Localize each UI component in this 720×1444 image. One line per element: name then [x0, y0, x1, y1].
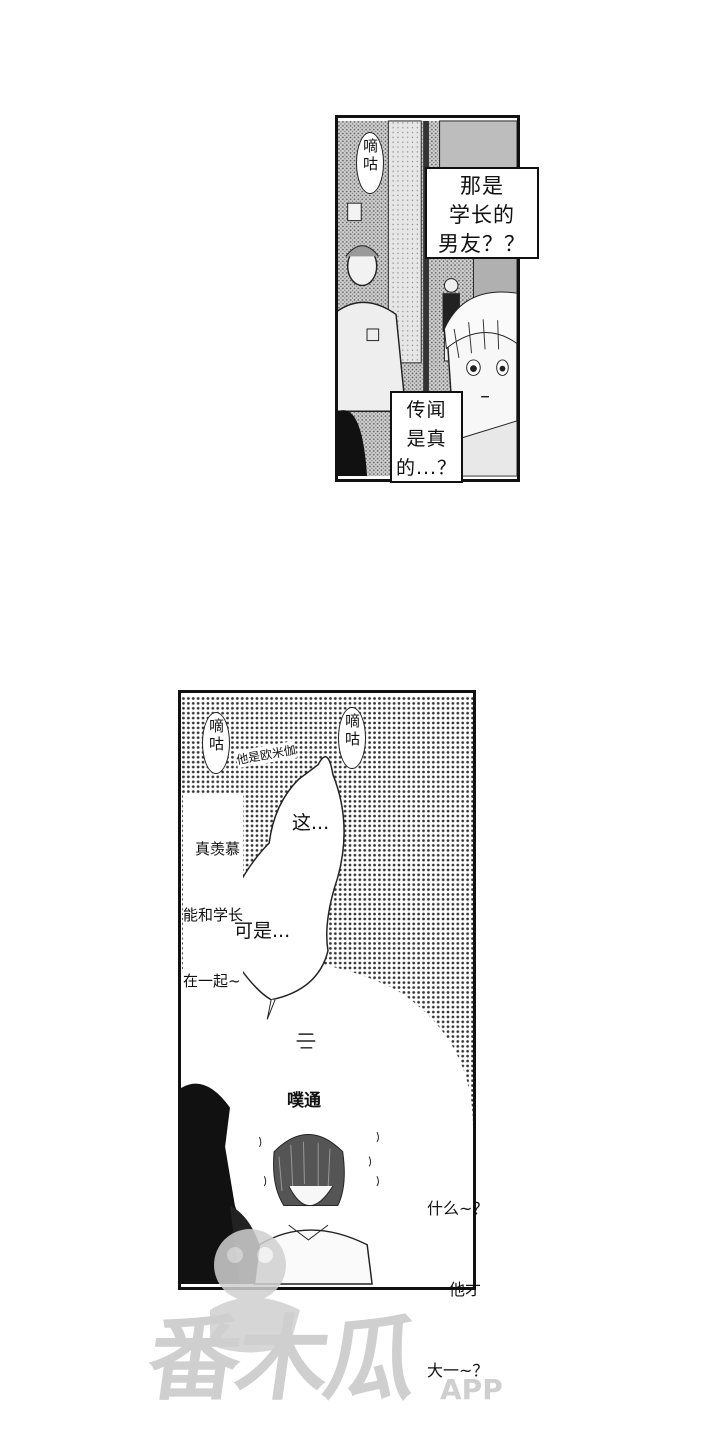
- brand-watermark: 番木瓜 APP: [141, 1215, 570, 1440]
- watermark-text: 番木瓜 APP: [141, 1215, 570, 1440]
- murmur-line: 在一起~: [183, 972, 241, 990]
- caption-box-boyfriend: 那是 学长的 男友？？: [425, 167, 539, 259]
- caption-line: 男友？？: [438, 232, 526, 256]
- caption-line: 学长的: [449, 203, 515, 227]
- mutter-sfx-right: 嘀咕: [343, 713, 361, 749]
- caption-line: 传闻: [406, 399, 447, 421]
- heartbeat-sfx: 噗通: [287, 1091, 321, 1111]
- caption-line: 是真: [406, 428, 447, 450]
- murmur-envy: 真羡慕 能和学长 在一起~: [183, 794, 244, 1014]
- murmur-line: 能和学长: [183, 906, 244, 924]
- caption-line: 的...？: [395, 457, 458, 479]
- thought-this: 这...: [292, 812, 330, 834]
- mutter-sfx: 嘀咕: [361, 138, 379, 174]
- murmur-line: 什么~？: [427, 1199, 489, 1218]
- caption-line: 那是: [460, 174, 504, 198]
- murmur-line: 真羡慕: [195, 840, 241, 858]
- watermark-app: APP: [440, 1373, 503, 1406]
- murmur-freshman: 什么~？ 他才 大一~？: [427, 1141, 488, 1411]
- watermark-brand: 番木瓜: [141, 1306, 421, 1413]
- murmur-line: 大一~？: [427, 1361, 489, 1380]
- murmur-line: 他才: [449, 1280, 482, 1299]
- thought-but: 可是...: [234, 920, 291, 942]
- caption-box-rumor: 传闻 是真 的...？: [390, 391, 463, 483]
- mutter-bubble: [356, 132, 384, 194]
- mutter-sfx-left: 嘀咕: [207, 718, 225, 754]
- manga-panel-2: [178, 690, 476, 1290]
- mutter-bubble-left: [202, 712, 230, 774]
- mutter-bubble-right: [338, 707, 366, 769]
- watermark-logo-icon: [210, 1229, 300, 1353]
